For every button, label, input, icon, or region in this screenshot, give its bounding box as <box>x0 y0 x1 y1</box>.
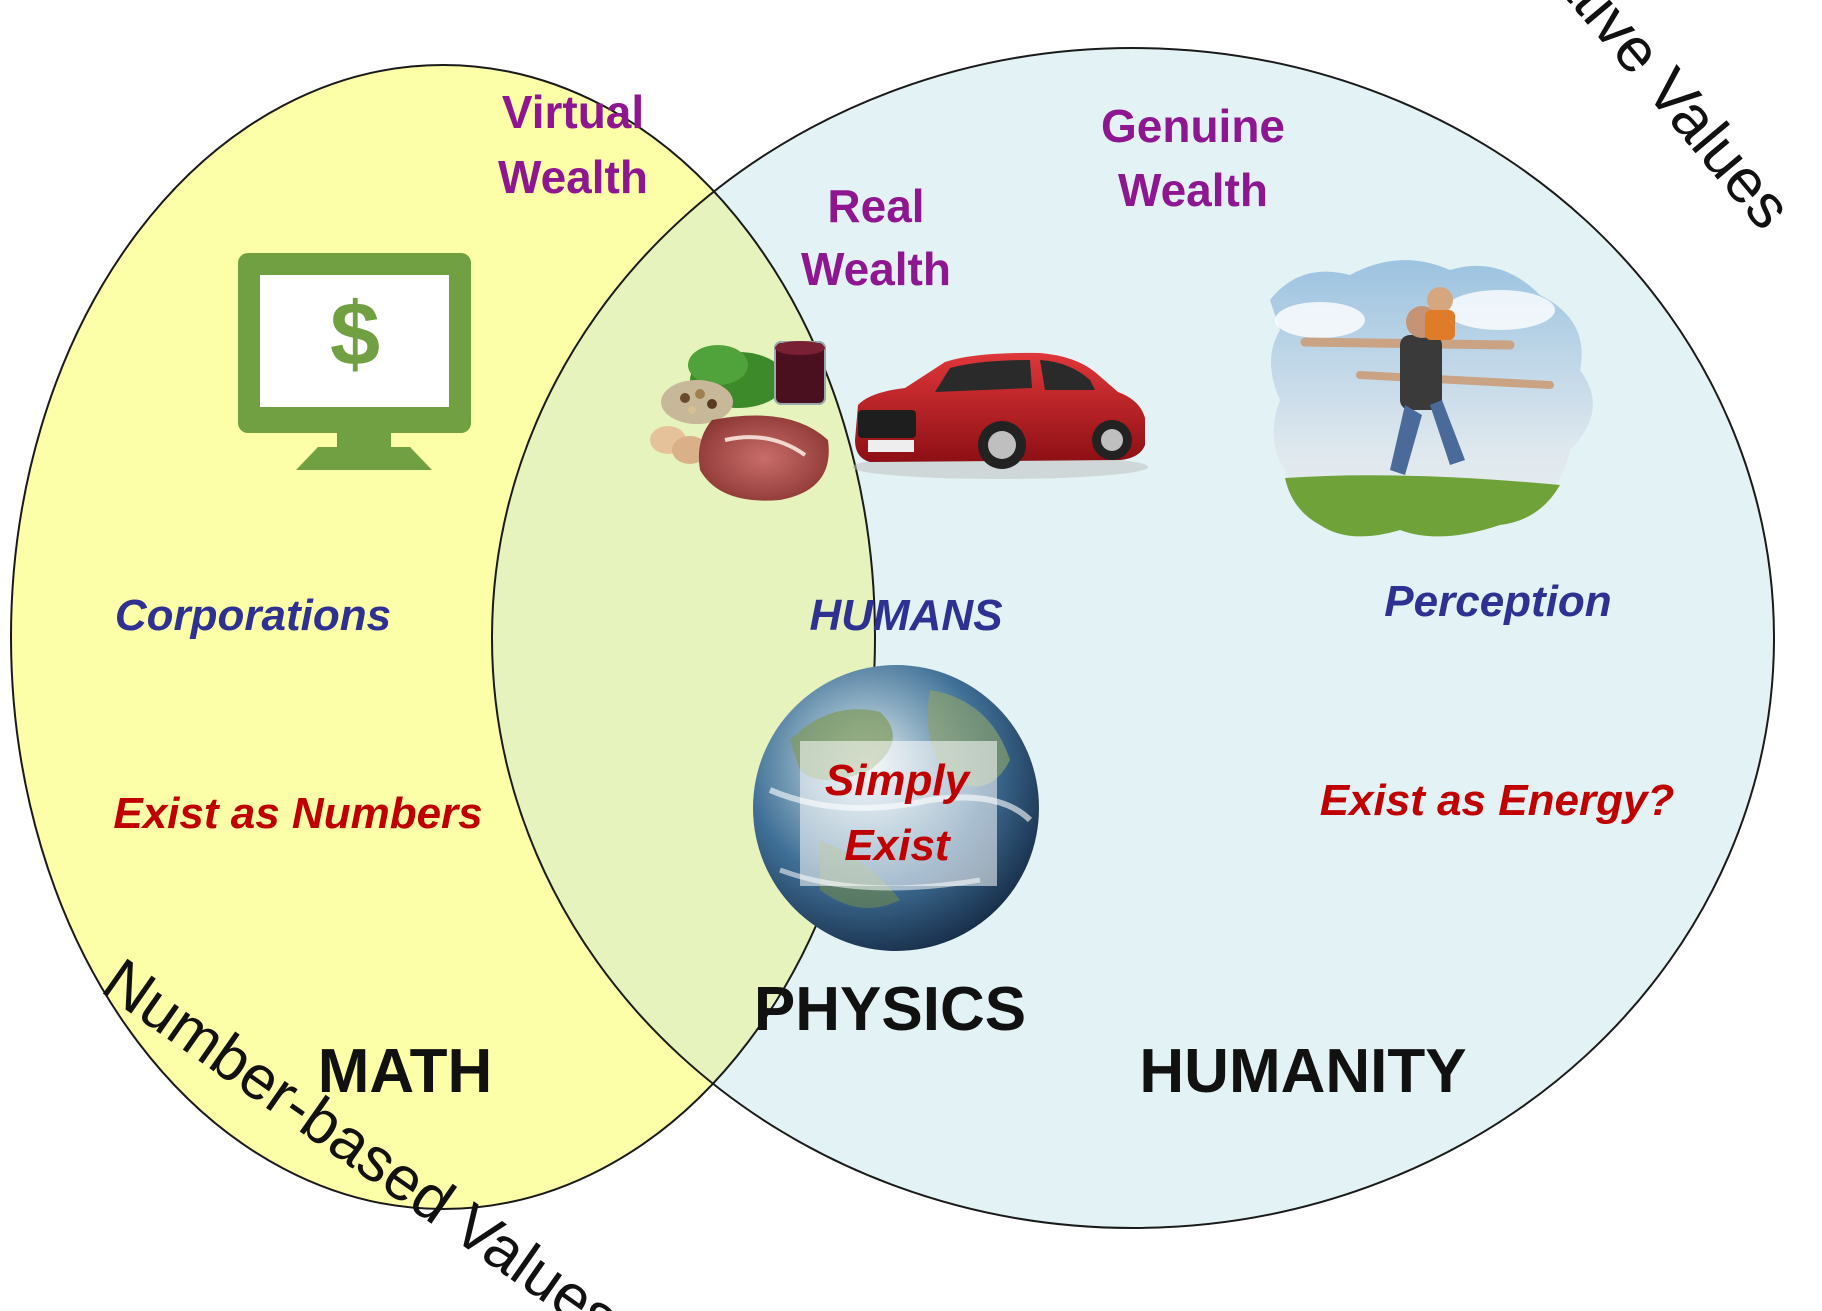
real-wealth-line2: Wealth <box>801 243 951 295</box>
earth-image <box>753 665 1039 951</box>
humanity-label: HUMANITY <box>1139 1037 1466 1106</box>
family-playing-image <box>1270 260 1593 537</box>
simply-exist-line2: Exist <box>844 821 952 870</box>
exist-as-energy-label: Exist as Energy? <box>1320 776 1675 825</box>
genuine-wealth-line2: Wealth <box>1118 164 1268 216</box>
svg-text:$: $ <box>330 285 380 385</box>
math-label: MATH <box>318 1037 492 1106</box>
humans-label: HUMANS <box>809 591 1002 640</box>
car-image <box>852 352 1148 479</box>
genuine-wealth-line1: Genuine <box>1101 100 1285 152</box>
virtual-wealth-line2: Wealth <box>498 151 648 203</box>
physics-label: PHYSICS <box>754 975 1026 1044</box>
real-wealth-line1: Real <box>827 180 924 232</box>
virtual-wealth-line1: Virtual <box>502 86 644 138</box>
food-image <box>650 341 829 501</box>
simply-exist-line1: Simply <box>825 756 972 805</box>
exist-as-numbers-label: Exist as Numbers <box>113 789 482 838</box>
monitor-dollar-icon: $ <box>238 253 471 470</box>
corporations-label: Corporations <box>115 591 391 640</box>
perception-label: Perception <box>1384 577 1611 626</box>
